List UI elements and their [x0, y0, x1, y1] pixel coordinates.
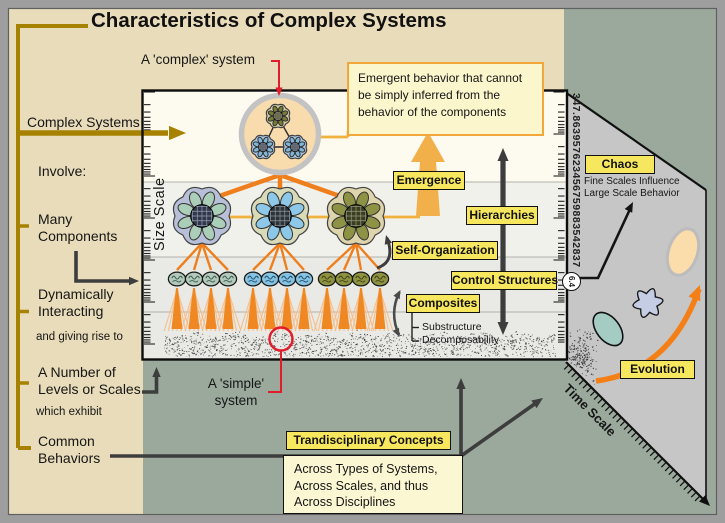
simple-system-label: A 'simple' system	[207, 376, 265, 408]
organism-blob-icon	[351, 271, 371, 287]
sidebar-many-components: Many Components	[38, 211, 118, 244]
flower-system-icon	[172, 186, 232, 246]
flower-system-icon	[250, 134, 276, 160]
sidebar-involve: Involve:	[38, 163, 87, 179]
organism-blob-icon	[334, 271, 354, 287]
label-evolution: Evolution	[620, 360, 695, 379]
flower-system-icon	[282, 134, 308, 160]
substrate-texture	[164, 329, 556, 358]
size-scale-axis-label: Size Scale	[152, 177, 168, 251]
cell-shape	[592, 311, 624, 347]
sidebar-levels-or-scales: A Number of Levels or Scales	[38, 364, 141, 397]
label-emergence: Emergence	[393, 171, 465, 190]
label-transdisciplinary-concepts: Trandisciplinary Concepts	[286, 431, 451, 450]
emergent-note: Emergent behavior that cannot be simply …	[347, 62, 544, 136]
circled-value: 6.4	[562, 272, 581, 291]
sidebar-dynamically-interacting: Dynamically Interacting	[38, 286, 114, 319]
sidebar-giving-rise: and giving rise to	[36, 331, 123, 343]
fold-page	[563, 91, 710, 506]
texture-speckles	[566, 329, 599, 385]
organism-blob-icon	[218, 271, 238, 287]
creature-shape	[632, 288, 664, 318]
decomposability-label: Decomposability	[422, 334, 500, 346]
flower-system-icon	[250, 186, 310, 246]
organism-blob-icon	[184, 271, 204, 287]
organism-blob-icon	[260, 271, 280, 287]
label-hierarchies: Hierarchies	[466, 206, 538, 225]
sidebar-common-behaviors: Common Behaviors	[38, 433, 101, 466]
label-self-organization: Self-Organization	[392, 241, 498, 260]
organism-shape	[665, 227, 701, 277]
substrate-texture	[164, 330, 557, 358]
organism-blob-icon	[370, 271, 390, 287]
substructure-label: Substructure	[422, 321, 482, 333]
label-chaos: Chaos	[585, 155, 655, 174]
organism-blob-icon	[317, 271, 337, 287]
label-composites: Composites	[406, 294, 480, 313]
organism-blob-icon	[167, 271, 187, 287]
flower-system-icon	[265, 103, 291, 129]
concepts-note: Across Types of Systems, Across Scales, …	[283, 455, 463, 514]
chaos-note: Fine Scales Influence Large Scale Behavi…	[584, 176, 680, 199]
flower-system-icon	[326, 186, 386, 246]
number-sequence: 347.863957623456759883542837	[570, 93, 582, 268]
page-title: Characteristics of Complex Systems	[91, 9, 447, 32]
organism-blob-icon	[294, 271, 314, 287]
organism-blob-icon	[277, 271, 297, 287]
organism-blob-icon	[201, 271, 221, 287]
complex-system-label: A 'complex' system	[141, 52, 255, 67]
sidebar-complex-systems: Complex Systems	[27, 114, 140, 130]
label-control-structures: Control Structures	[451, 271, 558, 290]
organism-blob-icon	[243, 271, 263, 287]
sidebar-which-exhibit: which exhibit	[36, 406, 102, 418]
evolution-arrow	[595, 288, 702, 384]
